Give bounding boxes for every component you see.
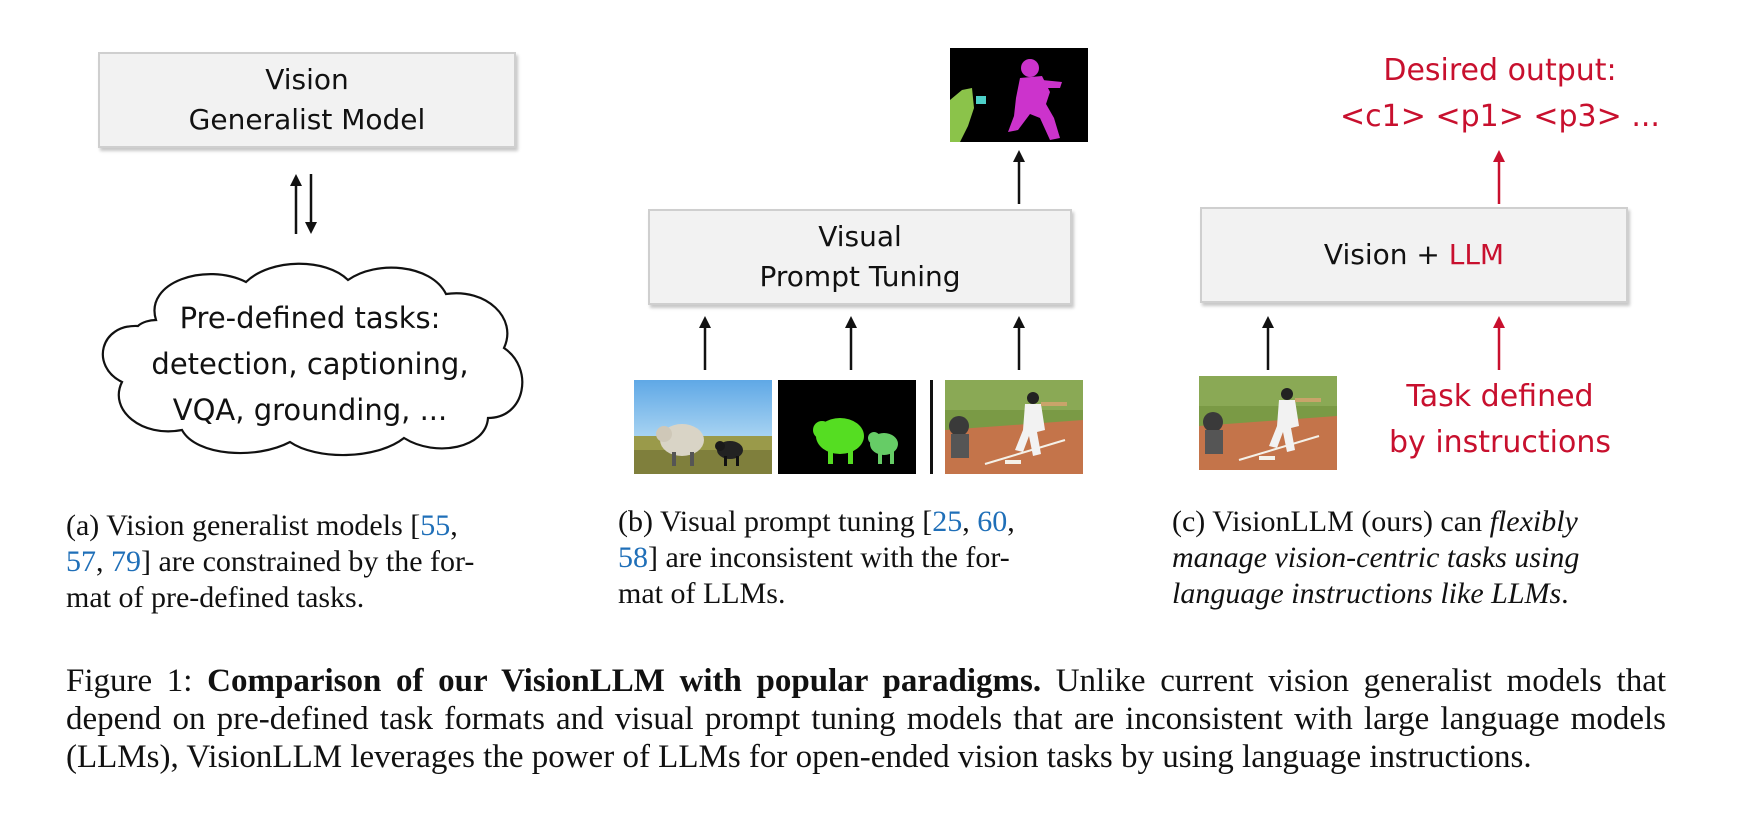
caption-text: (b) Visual prompt tuning [ xyxy=(618,505,933,538)
caption-text: . xyxy=(1561,577,1569,610)
red-up-arrow xyxy=(1493,150,1505,204)
llm-text: LLM xyxy=(1448,238,1505,271)
figure-caption: Figure 1: Comparison of our VisionLLM wi… xyxy=(66,662,1666,776)
caption-b: (b) Visual prompt tuning [25, 60, 58] ar… xyxy=(618,504,1118,612)
desired-output-label: Desired output: <c1> <p1> <p3> ... xyxy=(1290,48,1710,140)
cloud-text: Pre-defined tasks: detection, captioning… xyxy=(110,295,510,433)
cloud-line: VQA, grounding, ... xyxy=(172,393,448,427)
caption-c: (c) VisionLLM (ours) can flexibly manage… xyxy=(1172,504,1692,612)
caption-text: (c) VisionLLM (ours) can xyxy=(1172,505,1490,538)
caption-italic: manage vision-centric tasks using xyxy=(1172,541,1580,574)
citation-link[interactable]: 60 xyxy=(977,505,1008,538)
baseball-photo xyxy=(1199,376,1337,470)
vision-generalist-model-box: Vision Generalist Model xyxy=(98,52,516,148)
box-line: Vision xyxy=(265,63,349,96)
caption-text: ] are constrained by the for- xyxy=(141,545,475,578)
desired-output-line: Desired output: xyxy=(1383,53,1617,88)
caption-text: , xyxy=(450,509,458,542)
desired-output-line: <c1> <p1> <p3> ... xyxy=(1340,99,1660,134)
cloud-line: detection, captioning, xyxy=(151,347,469,381)
caption-text: , xyxy=(1007,505,1015,538)
citation-link[interactable]: 57 xyxy=(66,545,96,578)
figure-caption-bold: Comparison of our VisionLLM with popular… xyxy=(207,663,1042,699)
box-line: Prompt Tuning xyxy=(759,260,961,293)
task-instructions-label: Task defined by instructions xyxy=(1340,374,1660,466)
citation-link[interactable]: 25 xyxy=(932,505,963,538)
up-arrow xyxy=(845,316,857,370)
caption-text: ] are inconsistent with the for- xyxy=(648,541,1010,574)
caption-text: mat of pre-defined tasks. xyxy=(66,581,365,614)
caption-italic: language instructions like LLMs xyxy=(1172,577,1562,610)
up-arrow xyxy=(1013,316,1025,370)
visual-prompt-tuning-box: Visual Prompt Tuning xyxy=(648,209,1072,305)
red-up-arrow xyxy=(1493,316,1505,370)
box-line: Generalist Model xyxy=(188,103,426,136)
bidirectional-arrows xyxy=(290,174,317,234)
caption-italic: flexibly xyxy=(1489,505,1578,538)
task-line: by instructions xyxy=(1388,425,1611,460)
caption-a: (a) Vision generalist models [55, 57, 79… xyxy=(66,508,566,616)
separator-line xyxy=(930,380,933,474)
caption-text: , xyxy=(96,545,111,578)
caption-text: (a) Vision generalist models [ xyxy=(66,509,421,542)
up-arrow xyxy=(1262,316,1274,370)
citation-link[interactable]: 58 xyxy=(618,541,648,574)
box-text: Vision + xyxy=(1323,238,1449,271)
citation-link[interactable]: 55 xyxy=(420,509,451,542)
figure-label: Figure 1: xyxy=(66,663,208,699)
segmentation-output-image xyxy=(950,48,1088,142)
caption-text: mat of LLMs. xyxy=(618,577,786,610)
task-line: Task defined xyxy=(1406,379,1594,414)
cloud-shape xyxy=(101,262,524,457)
sheep-segmentation-mask xyxy=(778,380,916,474)
vision-llm-box: Vision + LLM xyxy=(1200,207,1628,303)
caption-text: , xyxy=(962,505,978,538)
up-arrow xyxy=(1013,150,1025,204)
box-line: Visual xyxy=(818,220,902,253)
citation-link[interactable]: 79 xyxy=(111,545,141,578)
cloud-line: Pre-defined tasks: xyxy=(179,301,441,335)
baseball-photo xyxy=(945,380,1083,474)
sheep-photo xyxy=(634,380,772,474)
figure-caption-text: Unlike current vision generalist models … xyxy=(66,663,1667,775)
up-arrow xyxy=(699,316,711,370)
